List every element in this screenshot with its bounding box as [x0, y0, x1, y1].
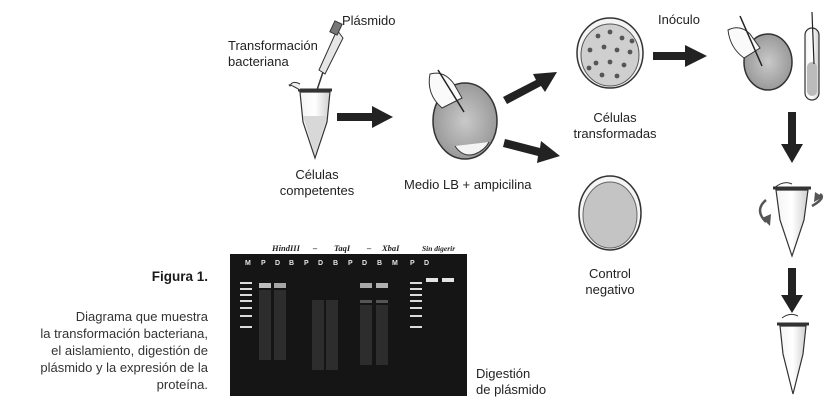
caption-line: el aislamiento, digestión de — [51, 343, 208, 358]
transformation-line: Transformación — [228, 38, 318, 53]
arrow-to-inoculum — [653, 45, 707, 67]
negative-control-line: Control — [589, 266, 631, 281]
transformation-label: Transformación bacteriana — [228, 38, 318, 70]
enzyme-label: – — [312, 243, 318, 253]
lane-label: M — [245, 260, 251, 267]
gel-image: HindIII – TaqI – XbaI Sin digerir M P D … — [228, 241, 467, 397]
transformed-cells-label: Células transformadas — [560, 110, 670, 142]
ladder-right — [410, 282, 422, 328]
digestion-line: de plásmido — [476, 382, 547, 397]
arrow-down-1 — [781, 112, 803, 163]
centrifuge-tube-icon — [758, 182, 823, 258]
enzyme-label: – — [366, 243, 372, 253]
lane-label: P — [348, 260, 353, 267]
lane-label: P — [304, 260, 309, 267]
negative-control-label: Control negativo — [565, 266, 655, 298]
figure-caption: Diagrama que muestra la transformación b… — [0, 308, 208, 393]
enzyme-label: TaqI — [334, 243, 351, 253]
transformed-cells-line: Células — [593, 110, 637, 125]
pipette-icon — [316, 20, 344, 91]
figure-title: Figura 1. — [151, 269, 208, 284]
colony-plate-icon — [576, 17, 644, 89]
sample-bands — [259, 278, 454, 303]
caption-line: Diagrama que muestra — [75, 309, 208, 324]
ladder-left — [240, 282, 252, 328]
caption-line: plásmido y la expresión de la — [40, 360, 208, 375]
inoculum-label: Inóculo — [658, 12, 700, 27]
gel-enzyme-labels: HindIII – TaqI – XbaI Sin digerir — [271, 243, 455, 253]
lane-label: B — [289, 260, 294, 267]
arrow-to-plate — [337, 106, 393, 128]
negative-control-line: negativo — [585, 282, 635, 297]
lane-label: P — [261, 260, 266, 267]
lane-label: P — [410, 260, 415, 267]
lane-label: M — [392, 260, 398, 267]
lane-label: B — [333, 260, 338, 267]
caption-line: proteína. — [156, 377, 208, 392]
lane-label: D — [318, 260, 323, 267]
digestion-line: Digestión — [476, 366, 531, 381]
competent-cells-line: Células — [295, 167, 339, 182]
arrow-to-transformed — [503, 72, 557, 104]
final-tube-icon — [777, 313, 809, 395]
arrow-down-2 — [781, 268, 803, 313]
caption-line: la transformación bacteriana, — [40, 326, 208, 341]
inoculum-plate-icon — [727, 15, 793, 91]
enzyme-label: XbaI — [381, 243, 400, 253]
streak-plate-icon — [428, 69, 498, 160]
transformation-line: bacteriana — [228, 54, 289, 69]
gel-smears — [259, 290, 388, 370]
transformed-cells-line: transformadas — [573, 126, 657, 141]
enzyme-label: Sin digerir — [422, 244, 455, 253]
enzyme-label: HindIII — [271, 243, 301, 253]
arrow-to-control — [503, 139, 560, 163]
culture-tube-icon — [804, 11, 820, 101]
medium-label: Medio LB + ampicilina — [404, 177, 532, 192]
microtube-icon — [288, 81, 332, 160]
digestion-label: Digestión de plásmido — [476, 366, 546, 398]
lane-label: D — [362, 260, 367, 267]
competent-cells-label: Células competentes — [262, 167, 372, 199]
lane-label: D — [275, 260, 280, 267]
lane-label: D — [424, 260, 429, 267]
gel-lane-labels: M P D B P D B P D B M P D — [245, 260, 429, 267]
competent-cells-line: competentes — [279, 183, 355, 198]
control-plate-icon — [578, 175, 642, 251]
plasmid-label: Plásmido — [342, 13, 396, 28]
lane-label: B — [377, 260, 382, 267]
